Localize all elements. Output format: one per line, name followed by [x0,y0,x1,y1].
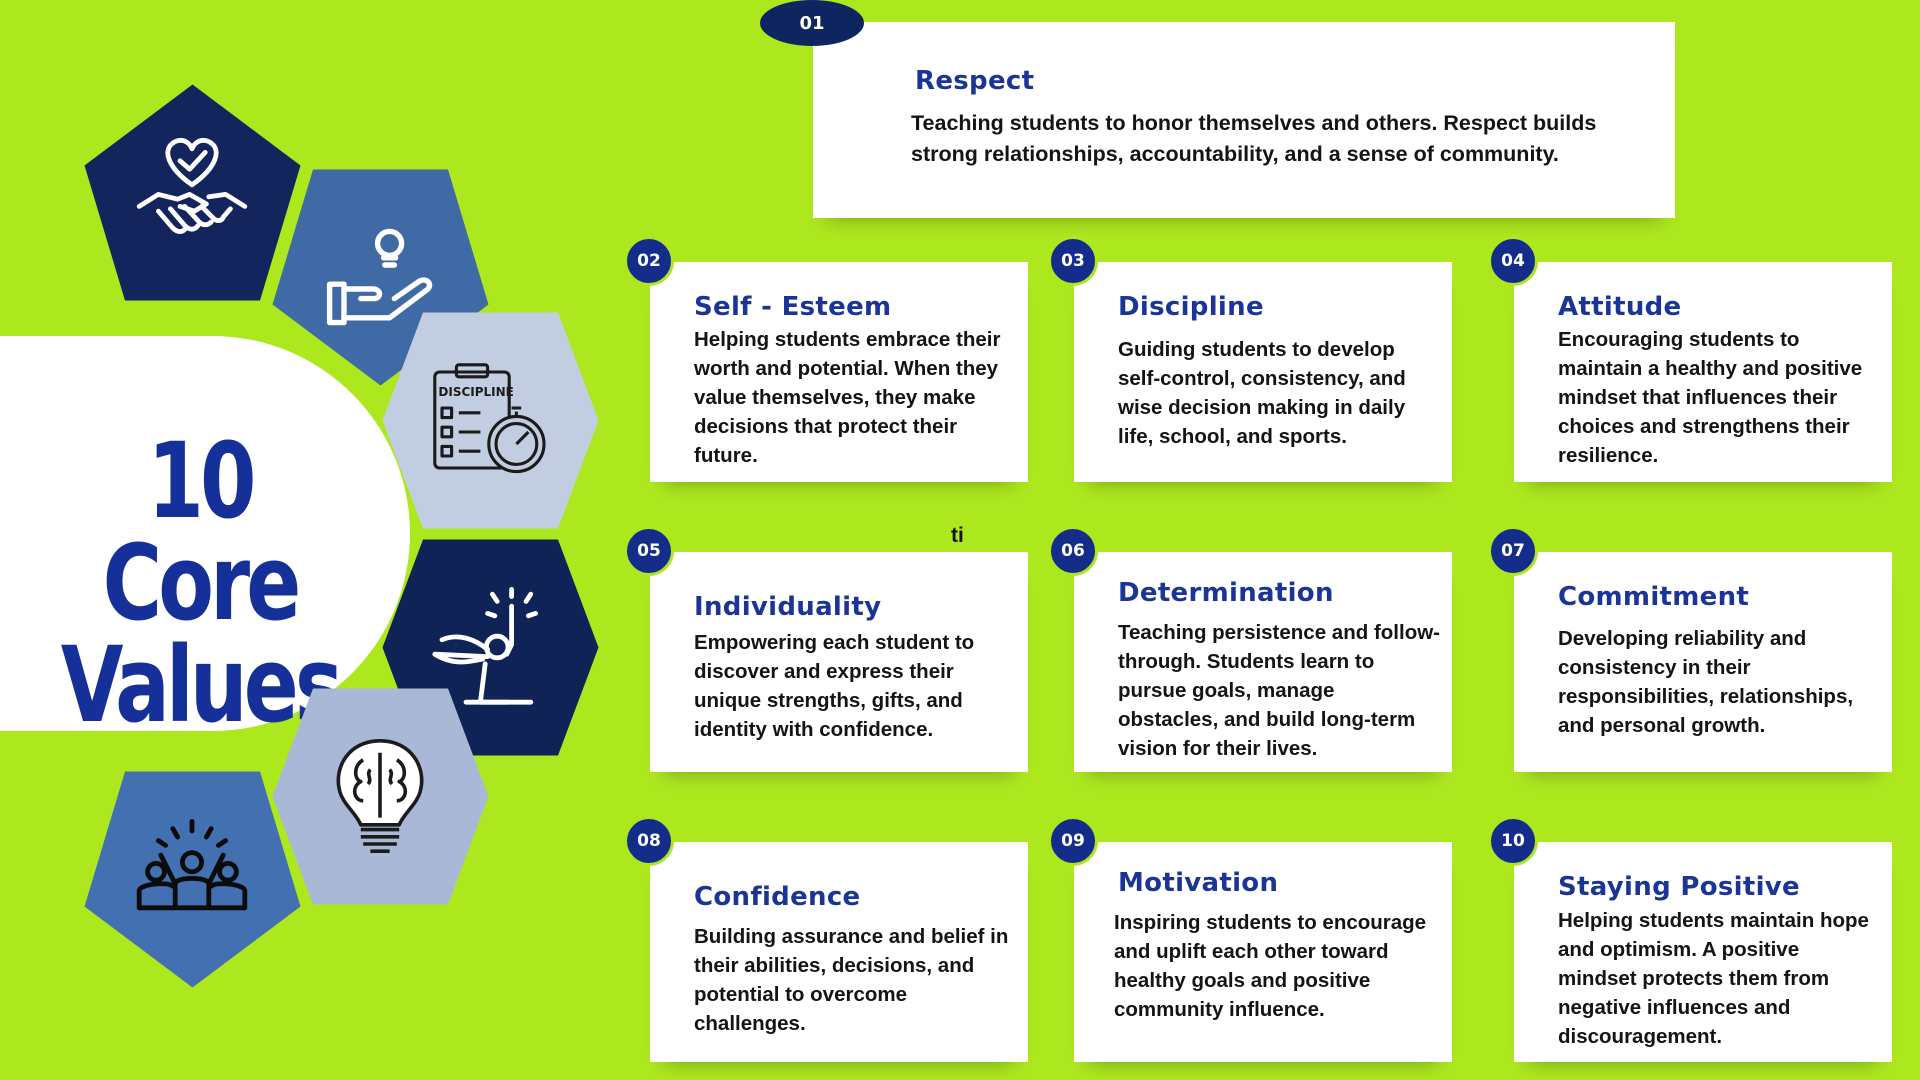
brain-lightbulb-icon [336,739,424,853]
value-card-individuality: Individuality Empowering each student to… [650,552,1028,772]
value-description: Inspiring students to encourage and upli… [1114,911,1427,1021]
clipboard-stopwatch-icon: DISCIPLINE [433,363,546,474]
pentagon-respect [80,80,305,305]
value-number-badge: 03 [1048,236,1098,286]
page-title: 10 Core Values [44,420,356,746]
value-card-confidence: Confidence Building assurance and belief… [650,842,1028,1062]
value-card-staying-positive: Staying Positive Helping students mainta… [1514,842,1892,1062]
value-card-determination: Determination Teaching persistence and f… [1074,552,1452,772]
value-number-badge: 02 [624,236,674,286]
value-title: Staying Positive [1558,872,1800,902]
page-title-line-2: Values [60,624,343,746]
value-title: Determination [1118,578,1334,608]
value-number-badge: 09 [1048,816,1098,866]
value-number-badge: 05 [624,526,674,576]
value-title: Individuality [694,592,882,622]
value-card-respect: Respect Teaching students to honor thems… [813,22,1675,218]
value-description: Empowering each student to discover and … [694,631,975,741]
value-title: Discipline [1118,292,1264,322]
hero-panel [0,336,410,731]
pentagon-discipline: DISCIPLINE [378,308,603,533]
cheering-group-icon [136,819,248,911]
value-title: Respect [915,66,1035,96]
raised-fist-figure-icon [432,587,538,705]
value-number-badge: 04 [1488,236,1538,286]
value-card-discipline: Discipline Guiding students to develop s… [1074,262,1452,482]
value-number-badge: 06 [1048,526,1098,576]
heart-handshake-icon [136,137,248,234]
value-title: Confidence [694,882,861,912]
value-description: Teaching students to honor themselves an… [911,111,1597,166]
value-card-self-esteem: Self - Esteem Helping students embrace t… [650,262,1028,482]
value-description: Encouraging students to maintain a healt… [1558,328,1863,467]
value-number-badge: 10 [1488,816,1538,866]
clipboard-label: DISCIPLINE [438,385,514,399]
value-card-commitment: Commitment Developing reliability and co… [1514,552,1892,772]
value-title: Self - Esteem [694,292,892,322]
value-title: Motivation [1118,868,1279,898]
value-number-badge: 08 [624,816,674,866]
value-description: Developing reliability and consistency i… [1558,627,1854,737]
pentagon-determination [268,684,493,909]
page-title-line-1: 10 Core [102,420,302,644]
value-card-attitude: Attitude Encouraging students to maintai… [1514,262,1892,482]
value-description: Helping students embrace their worth and… [694,328,1001,467]
value-title: Commitment [1558,582,1750,612]
value-description: Helping students maintain hope and optim… [1558,909,1869,1048]
value-description: Teaching persistence and follow-through.… [1118,621,1440,760]
value-title: Attitude [1558,292,1682,322]
value-description: Guiding students to develop self-control… [1118,338,1406,448]
hand-lightbulb-icon [326,228,433,326]
value-number-badge: 01 [760,0,864,46]
value-description: Building assurance and belief in their a… [694,925,1009,1035]
pentagon-confidence [80,767,305,992]
stray-text: ti [951,524,964,547]
value-number-badge: 07 [1488,526,1538,576]
value-card-motivation: Motivation Inspiring students to encoura… [1074,842,1452,1062]
